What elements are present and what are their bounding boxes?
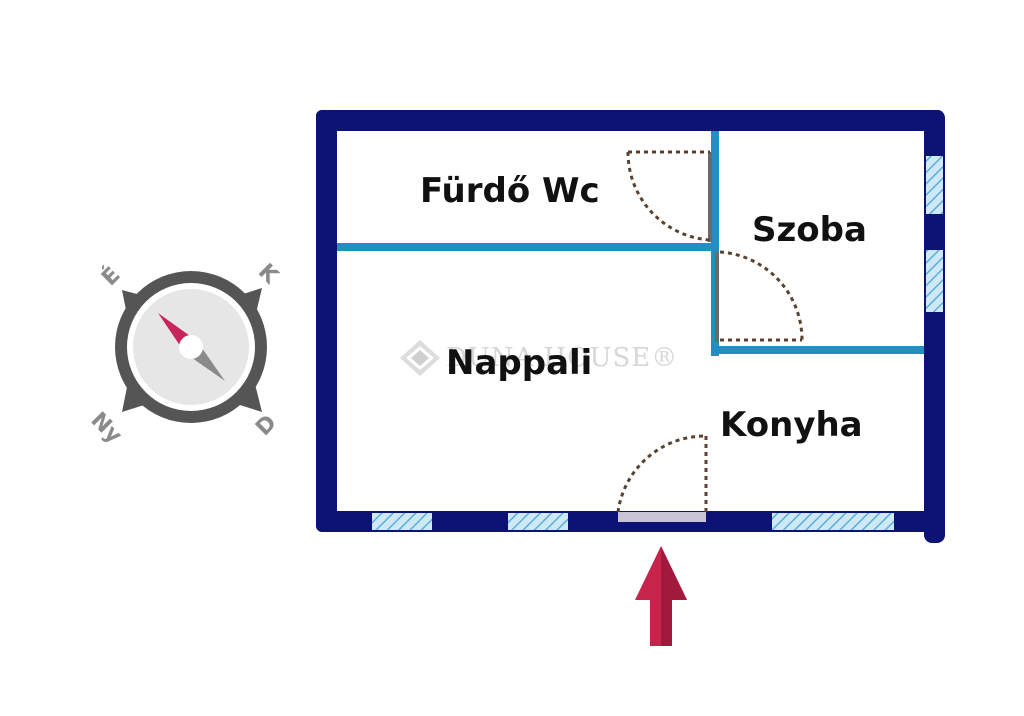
entrance-door-opening <box>618 512 706 522</box>
watermark-text: DUNA HOUSE® <box>446 343 678 373</box>
compass-south-letter: D <box>251 410 282 441</box>
entrance-arrow-icon <box>635 546 687 646</box>
window <box>372 513 432 530</box>
door-swings <box>616 150 804 513</box>
compass-icon: É K D Ny <box>86 259 284 448</box>
window <box>772 513 894 530</box>
room-label-kitchen: Konyha <box>720 405 863 445</box>
bathroom-door-swing <box>626 150 711 242</box>
compass-east-letter: K <box>253 259 283 289</box>
window <box>926 156 943 214</box>
room-label-bathroom: Fürdő Wc <box>420 171 600 211</box>
entrance-door-swing <box>616 434 708 513</box>
window <box>926 250 943 312</box>
window <box>508 513 568 530</box>
room-label-room: Szoba <box>752 210 867 250</box>
outer-walls <box>316 110 945 543</box>
compass-west-letter: Ny <box>86 408 127 449</box>
bottom-windows <box>372 512 894 530</box>
door-leaves <box>708 152 719 342</box>
inner-walls <box>337 131 924 356</box>
room-door-swing <box>719 250 804 342</box>
compass-north-letter: É <box>96 262 125 291</box>
watermark: DUNA HOUSE® <box>400 340 678 376</box>
duna-house-logo-icon <box>400 340 440 376</box>
right-windows <box>926 156 943 312</box>
room-label-living: Nappali <box>446 343 592 383</box>
